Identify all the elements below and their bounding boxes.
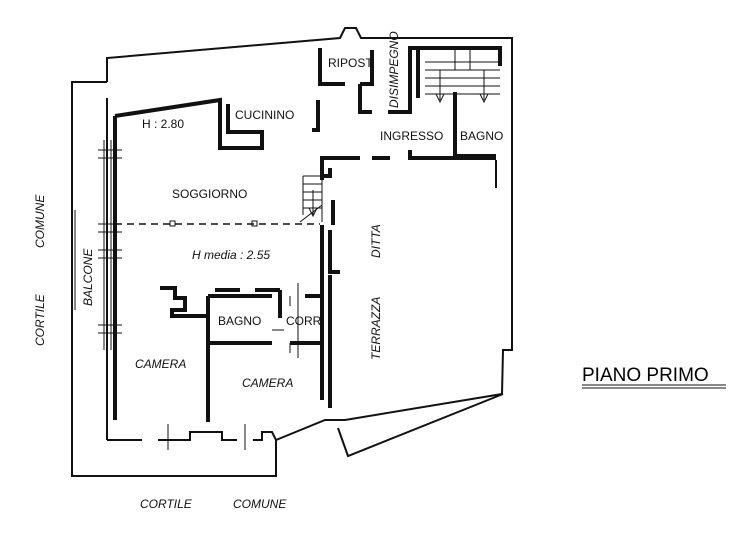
room-label-bagno-mid: BAGNO [218,314,261,328]
stairs-top [425,48,500,104]
room-label-ditta: DITTA [369,224,383,258]
room-label-camera-right: CAMERA [242,376,293,390]
inner-walls [113,46,502,422]
label-comune-left: COMUNE [33,194,47,248]
south-openings [167,283,299,450]
label-cortile-left: CORTILE [33,293,47,346]
room-label-ingresso: INGRESSO [380,129,443,143]
beam-line [115,220,320,227]
room-label-camera-left: CAMERA [135,357,186,371]
label-cortile-bottom: CORTILE [140,497,193,511]
stairs-soggiorno [299,175,323,223]
room-label-ripost: RIPOST. [328,56,375,70]
room-label-balcone: BALCONE [81,248,95,306]
room-label-disimpegno: DISIMPEGNO [387,31,401,108]
west-windows [98,140,122,350]
room-label-terrazza: TERRAZZA [369,297,383,360]
balcony-outline [71,81,277,477]
room-label-bagno-top: BAGNO [460,129,503,143]
label-comune-bottom: COMUNE [233,497,287,511]
height-label-top: H : 2.80 [142,117,184,131]
outer-walls [106,27,513,458]
height-label-media: H media : 2.55 [192,248,270,262]
plan-title: PIANO PRIMO [582,365,709,386]
room-label-cucinino: CUCININO [235,108,294,122]
room-label-soggiorno: SOGGIORNO [172,187,247,201]
room-label-corr: CORR. [286,314,325,328]
